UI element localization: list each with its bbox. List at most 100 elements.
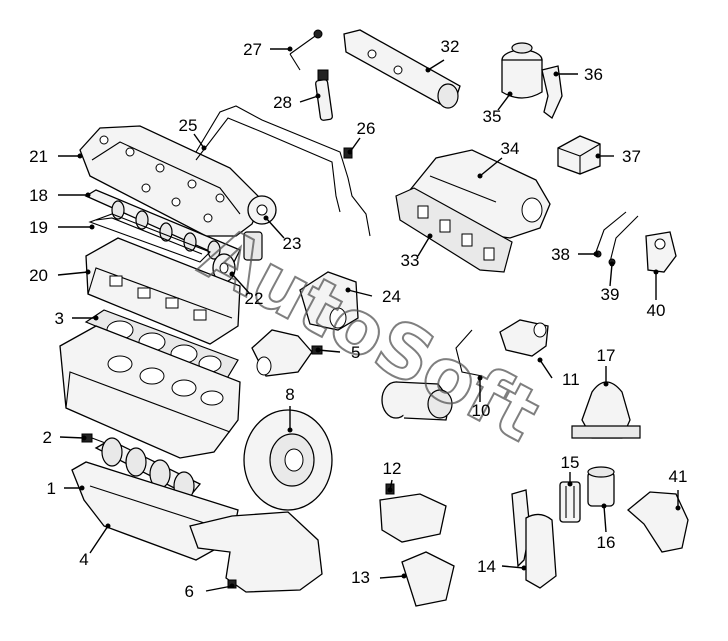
callout-13: 13 bbox=[351, 568, 370, 587]
callout-14: 14 bbox=[477, 557, 496, 576]
callout-26: 26 bbox=[357, 119, 376, 138]
callout-12: 12 bbox=[383, 459, 402, 478]
leader-dot-11 bbox=[537, 357, 543, 363]
leader-dot-41 bbox=[675, 505, 681, 511]
fuel-rail bbox=[343, 29, 461, 109]
leader-dot-34 bbox=[477, 173, 483, 179]
leader-line-16 bbox=[603, 505, 607, 533]
callout-23: 23 bbox=[283, 234, 302, 253]
leader-line-22 bbox=[231, 273, 251, 295]
intake-manifold bbox=[409, 149, 551, 239]
fuel-injector bbox=[315, 69, 333, 121]
leader-dot-38 bbox=[593, 251, 599, 257]
leader-line-39 bbox=[609, 263, 613, 287]
fuel-filter bbox=[501, 42, 563, 120]
callout-8: 8 bbox=[285, 385, 294, 404]
callout-10: 10 bbox=[472, 401, 491, 420]
leader-dot-28 bbox=[315, 93, 321, 99]
oil-filter bbox=[587, 466, 615, 507]
callout-39: 39 bbox=[601, 285, 620, 304]
leader-line-32 bbox=[427, 59, 445, 71]
callout-33: 33 bbox=[401, 251, 420, 270]
timing-gear bbox=[212, 253, 236, 283]
leader-dot-4 bbox=[105, 523, 111, 529]
belt-tensioner bbox=[243, 195, 277, 261]
starter-motor bbox=[381, 381, 453, 421]
leader-line-28 bbox=[299, 95, 319, 103]
leader-line-5 bbox=[317, 349, 341, 353]
leader-dot-17 bbox=[603, 381, 609, 387]
leader-dot-35 bbox=[507, 91, 513, 97]
callout-18: 18 bbox=[29, 186, 48, 205]
callout-32: 32 bbox=[441, 37, 460, 56]
leader-dot-24 bbox=[345, 287, 351, 293]
callout-36: 36 bbox=[584, 65, 603, 84]
oil-filter-housing bbox=[511, 489, 557, 589]
leader-dot-36 bbox=[553, 71, 559, 77]
leader-dot-40 bbox=[653, 269, 659, 275]
egr-valve bbox=[645, 231, 677, 273]
leader-dot-21 bbox=[77, 153, 83, 159]
leader-dot-26 bbox=[347, 149, 353, 155]
leader-dot-2 bbox=[81, 435, 87, 441]
glow-plug bbox=[289, 29, 323, 71]
callout-2: 2 bbox=[43, 428, 52, 447]
leader-line-6 bbox=[205, 585, 233, 592]
leader-line-34 bbox=[479, 157, 503, 177]
leader-dot-22 bbox=[229, 271, 235, 277]
callout-38: 38 bbox=[551, 245, 570, 264]
leader-line-26 bbox=[349, 137, 361, 153]
callout-1: 1 bbox=[47, 479, 56, 498]
leader-line-11 bbox=[539, 359, 553, 379]
coolant-pipes bbox=[594, 211, 639, 266]
cylinder-block bbox=[59, 325, 241, 459]
callout-28: 28 bbox=[273, 93, 292, 112]
leader-dot-20 bbox=[85, 269, 91, 275]
leader-dot-19 bbox=[89, 224, 95, 230]
leader-dot-33 bbox=[427, 233, 433, 239]
callout-4: 4 bbox=[79, 550, 88, 569]
manifold-gasket bbox=[395, 187, 513, 273]
callout-17: 17 bbox=[597, 346, 616, 365]
leader-line-25 bbox=[193, 133, 205, 149]
callout-15: 15 bbox=[561, 453, 580, 472]
callout-19: 19 bbox=[29, 218, 48, 237]
leader-dot-15 bbox=[567, 481, 573, 487]
leader-line-35 bbox=[497, 93, 511, 111]
callout-21: 21 bbox=[29, 147, 48, 166]
leader-dot-6 bbox=[229, 583, 235, 589]
leader-dot-37 bbox=[595, 153, 601, 159]
leader-dot-10 bbox=[477, 375, 483, 381]
callout-20: 20 bbox=[29, 266, 48, 285]
leader-dot-25 bbox=[201, 145, 207, 151]
leader-line-23 bbox=[265, 217, 285, 239]
leader-line-13 bbox=[379, 575, 405, 579]
callout-11: 11 bbox=[562, 370, 580, 389]
control-module bbox=[557, 135, 601, 175]
leader-dot-23 bbox=[263, 215, 269, 221]
leader-dot-18 bbox=[85, 192, 91, 198]
throttle-body bbox=[299, 271, 359, 331]
leader-dot-13 bbox=[401, 573, 407, 579]
leader-dot-5 bbox=[315, 347, 321, 353]
callout-27: 27 bbox=[243, 40, 262, 59]
callout-3: 3 bbox=[55, 309, 64, 328]
callout-16: 16 bbox=[597, 533, 616, 552]
bracket bbox=[626, 491, 689, 553]
leader-line-14 bbox=[501, 565, 525, 569]
thermostat-housing bbox=[251, 329, 323, 377]
cam-gasket bbox=[88, 213, 211, 263]
camshaft bbox=[84, 189, 241, 263]
callout-41: 41 bbox=[669, 467, 688, 486]
callout-24: 24 bbox=[382, 287, 401, 306]
leader-line-24 bbox=[347, 289, 373, 297]
callout-35: 35 bbox=[483, 107, 502, 126]
flywheel bbox=[243, 409, 333, 511]
fuel-lines bbox=[195, 105, 371, 237]
callout-40: 40 bbox=[647, 301, 666, 320]
leader-line-20 bbox=[57, 271, 89, 276]
leader-line-33 bbox=[417, 235, 431, 257]
mount-bracket-lower bbox=[401, 551, 455, 607]
mount-bracket-upper bbox=[379, 483, 447, 543]
